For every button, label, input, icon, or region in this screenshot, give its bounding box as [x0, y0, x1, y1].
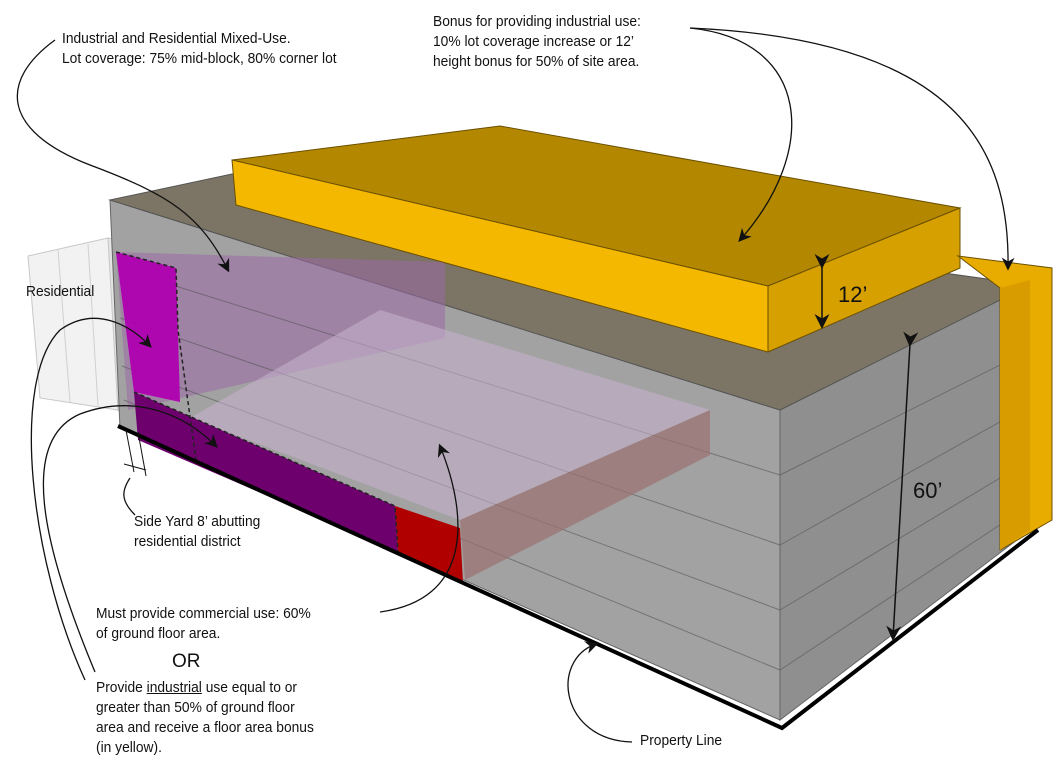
building-height-dimension: [886, 331, 919, 641]
industrial-note-line3: area and receive a floor area bonus: [96, 719, 314, 736]
industrial-note-line2: greater than 50% of ground floor: [96, 699, 295, 716]
or-label: OR: [172, 651, 201, 672]
residential-label-text: Residential: [26, 283, 95, 300]
mixed-use-leader: [16, 39, 230, 273]
property-line: [117, 424, 1040, 731]
podium-front: [460, 410, 710, 580]
industrial-note-line1: Provide industrial use equal to or: [96, 678, 314, 698]
commercial-note: Must provide commercial use: 60% of grou…: [96, 604, 311, 644]
podium-volume: [190, 310, 710, 520]
zone-dashed-outline: [115, 251, 197, 461]
building-height-label: 60’: [913, 478, 943, 503]
commercial-note-line2: of ground floor area.: [96, 625, 221, 642]
bonus-height-label: 12’: [838, 282, 868, 307]
side-yard-note-line2: residential district: [134, 533, 241, 550]
commercial-leader: [379, 443, 459, 613]
zone-dashed-outline-ground: [133, 391, 399, 553]
bonus-leader-top: [689, 27, 793, 242]
industrial-note-line1-pre: Provide: [96, 679, 147, 696]
mixed-use-note: Industrial and Residential Mixed-Use. Lo…: [62, 29, 337, 69]
bonus-note-line1: Bonus for providing industrial use:: [433, 13, 641, 30]
bonus-note: Bonus for providing industrial use: 10% …: [433, 12, 641, 72]
side-yard-note: Side Yard 8’ abutting residential distri…: [134, 512, 260, 552]
industrial-leader: [42, 405, 218, 673]
property-line-label: Property Line: [640, 731, 722, 751]
commercial-zone: [395, 506, 463, 582]
bonus-note-line3: height bonus for 50% of site area.: [433, 53, 640, 70]
bonus-leader-strip: [689, 27, 1015, 271]
side-yard-leader: [123, 477, 136, 516]
mixed-use-volume: [116, 252, 445, 410]
industrial-note-underlined: industrial: [146, 679, 202, 696]
mixed-use-note-line1: Industrial and Residential Mixed-Use.: [62, 30, 291, 47]
industrial-note-line4: (in yellow).: [96, 739, 162, 756]
property-line-leader: [567, 641, 633, 743]
residential-leader: [30, 317, 152, 681]
residential-zone: [116, 252, 180, 402]
property-line-label-text: Property Line: [640, 732, 723, 749]
industrial-note: Provide industrial use equal to or great…: [96, 678, 314, 758]
industrial-note-line1-post: use equal to or: [201, 679, 297, 696]
commercial-note-line1: Must provide commercial use: 60%: [96, 605, 311, 622]
mixed-use-note-line2: Lot coverage: 75% mid-block, 80% corner …: [62, 50, 337, 67]
bonus-note-line2: 10% lot coverage increase or 12’: [433, 33, 634, 50]
residential-label: Residential: [26, 282, 94, 302]
side-yard-note-line1: Side Yard 8’ abutting: [134, 513, 261, 530]
